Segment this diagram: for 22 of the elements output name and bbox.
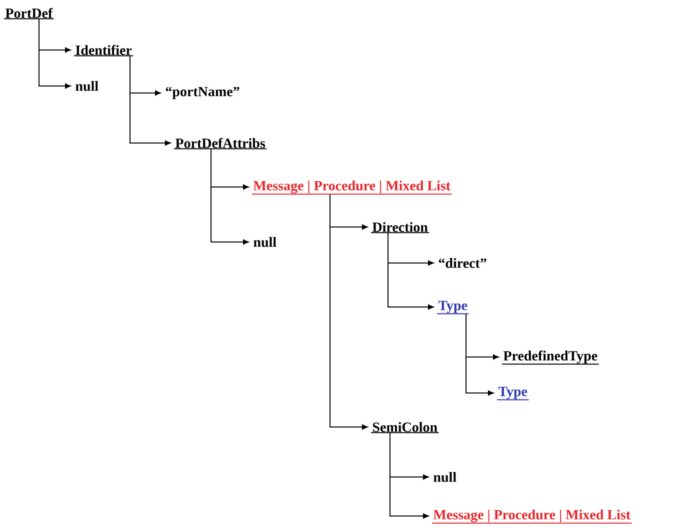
arrow — [38, 18, 71, 89]
arrow — [390, 432, 429, 519]
term-text: null — [254, 237, 276, 247]
underlined-term: PortDefAttribs — [174, 138, 268, 150]
underlined-term: Type — [496, 386, 530, 400]
underlined-term: PredefinedType — [502, 350, 600, 365]
arrow — [388, 232, 434, 310]
underlined-term: Message | Procedure | Mixed List — [432, 510, 632, 524]
underlined-term: Identifier — [74, 45, 134, 56]
underlined-term: Type — [436, 300, 470, 314]
underlined-term: Direction — [370, 222, 430, 234]
term-text: “direct” — [438, 258, 486, 268]
underlined-term: PortDef — [4, 8, 54, 20]
arrow — [130, 56, 171, 146]
underlined-term: Message | Procedure | Mixed List — [252, 180, 452, 195]
term-text: “portName” — [166, 86, 240, 100]
term-text: null — [434, 472, 456, 482]
arrow — [466, 314, 494, 396]
arrow — [210, 148, 249, 245]
term-text: null — [76, 81, 98, 91]
underlined-term: SemiColon — [370, 422, 440, 434]
arrow — [330, 194, 368, 430]
